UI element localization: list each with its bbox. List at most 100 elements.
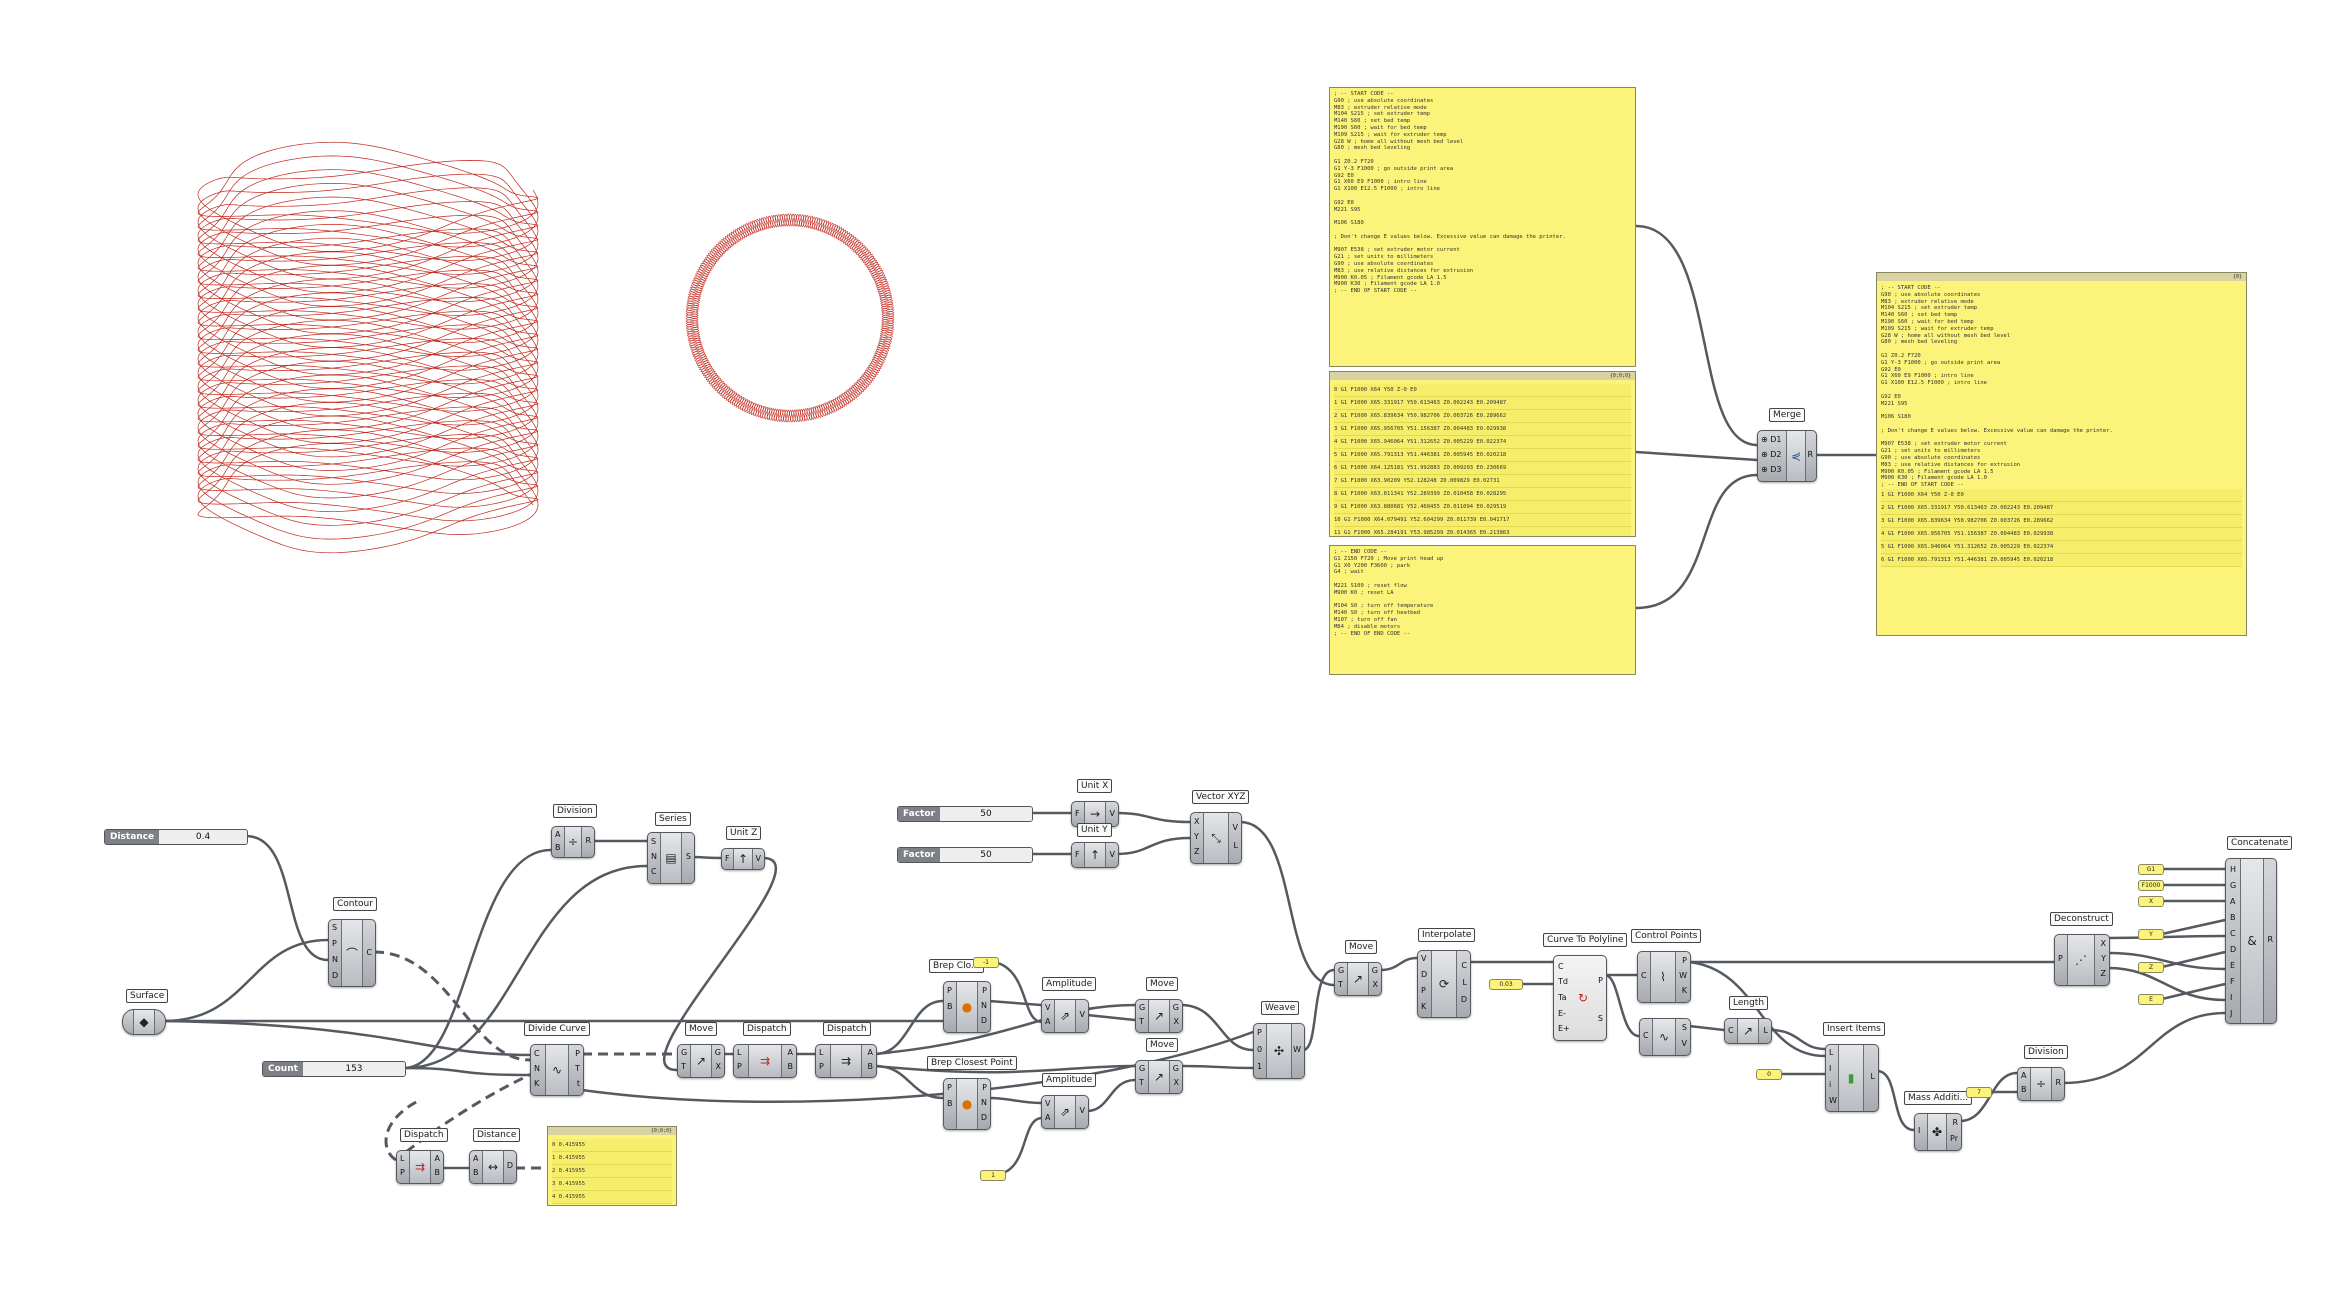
- surface-icon: ◆: [133, 1010, 155, 1034]
- merge-component[interactable]: ⊕ D1⊕ D2⊕ D3 ⋞ R: [1757, 430, 1817, 482]
- surface-param[interactable]: ◆: [122, 1009, 166, 1035]
- panel-row: 3 0.415955: [552, 1178, 672, 1191]
- panel-line: M900 K30 ; Filament gcode LA 1.0: [1334, 281, 1440, 288]
- panel-line: ; -- END OF START CODE --: [1334, 288, 1417, 295]
- factor-slider-y[interactable]: Factor 50: [897, 847, 1033, 863]
- merged-output-panel[interactable]: {0}; -- START CODE --G90 ; use absolute …: [1876, 272, 2247, 636]
- concat-z-value[interactable]: Z: [2138, 962, 2164, 973]
- wire: [988, 1096, 1042, 1105]
- panel-line: [1334, 597, 1631, 604]
- start-code-panel[interactable]: ; -- START CODE --G90 ; use absolute coo…: [1329, 87, 1636, 367]
- panel-line: [1334, 227, 1631, 234]
- series-label: Series: [655, 812, 691, 826]
- coil-path: [197, 141, 539, 554]
- wire: [1086, 1078, 1136, 1113]
- length-icon: ↗: [1737, 1019, 1759, 1043]
- zero-value[interactable]: 0: [1756, 1069, 1782, 1080]
- tolerance-value[interactable]: 0.03: [1489, 979, 1523, 990]
- amplitude-label-1: Amplitude: [1042, 977, 1097, 991]
- panel-line: M83 ; extruder relative mode: [1881, 298, 1974, 305]
- slider-label: Distance: [105, 830, 160, 844]
- deconstruct-label: Deconstruct: [2050, 912, 2113, 926]
- merge-icon: ⋞: [1786, 431, 1806, 481]
- concat-y-value[interactable]: Y: [2138, 929, 2164, 940]
- concat-x-value[interactable]: X: [2138, 896, 2164, 907]
- explode-icon: ∿: [1652, 1019, 1676, 1055]
- panel-line: M104 S0 ; turn off temperature: [1334, 603, 1434, 610]
- concat-g1-value[interactable]: G1: [2138, 864, 2164, 875]
- ring-path: [685, 213, 895, 423]
- contour-icon: ⌒: [341, 920, 363, 986]
- division-icon: ÷: [564, 827, 582, 857]
- move-icon: ↗: [690, 1045, 712, 1077]
- panel-line: G1 X100 E12.5 F1000 ; intro line: [1334, 186, 1440, 193]
- panel-row: 1 G1 F1000 X65.331917 Y50.613463 Z0.0022…: [1334, 397, 1631, 410]
- panel-line: M109 S215 ; wait for extruder temp: [1334, 131, 1447, 138]
- wire: [1635, 450, 1758, 462]
- panel-line: ; -- END OF START CODE --: [1881, 482, 1964, 489]
- dispatch-icon: ⇉: [830, 1045, 862, 1077]
- dispatch-label-2: Dispatch: [823, 1022, 871, 1036]
- series-icon: ▤: [660, 833, 682, 883]
- count-slider[interactable]: Count 153: [262, 1061, 406, 1077]
- wire: [403, 864, 648, 1070]
- wire: [163, 938, 329, 1023]
- length-label: Length: [1729, 996, 1769, 1010]
- wire: [1876, 1069, 1915, 1132]
- length-component[interactable]: C ↗ L: [1724, 1018, 1772, 1044]
- wire: [692, 855, 722, 860]
- end-code-panel[interactable]: ; -- END CODE --G1 Z150 F720 ; Move prin…: [1329, 545, 1636, 675]
- factor-slider-x[interactable]: Factor 50: [897, 806, 1033, 822]
- vector-icon: ⤡: [1203, 813, 1229, 863]
- wire: [1180, 1003, 1254, 1052]
- wire: [2161, 982, 2226, 1001]
- brep-tolerance-value[interactable]: -1: [973, 957, 999, 968]
- unit-z-component[interactable]: F ↑ V: [721, 848, 765, 870]
- distance-slider[interactable]: Distance 0.4: [104, 829, 248, 845]
- dispatch-label-1: Dispatch: [743, 1022, 791, 1036]
- move-icon: ↗: [1148, 1061, 1170, 1093]
- unit-y-component[interactable]: F ↑ V: [1071, 842, 1119, 868]
- concat-e-value[interactable]: E: [2138, 994, 2164, 1005]
- panel-line: M907 E538 ; set extruder motor current: [1334, 247, 1460, 254]
- vector-xyz-label: Vector XYZ: [1192, 790, 1250, 804]
- control-points-label: Control Points: [1631, 929, 1702, 943]
- panel-line: ; Don't change E values below. Excessive…: [1881, 427, 2113, 434]
- seven-value[interactable]: 7: [1966, 1087, 1992, 1098]
- concat-f-value[interactable]: F1000: [2138, 880, 2164, 891]
- panel-line: M83 ; use relative distances for extrusi…: [1334, 267, 1474, 274]
- panel-header: {0;0;0}: [1330, 372, 1635, 380]
- merge-label: Merge: [1769, 408, 1806, 422]
- amplitude-one-value[interactable]: 1: [980, 1170, 1006, 1181]
